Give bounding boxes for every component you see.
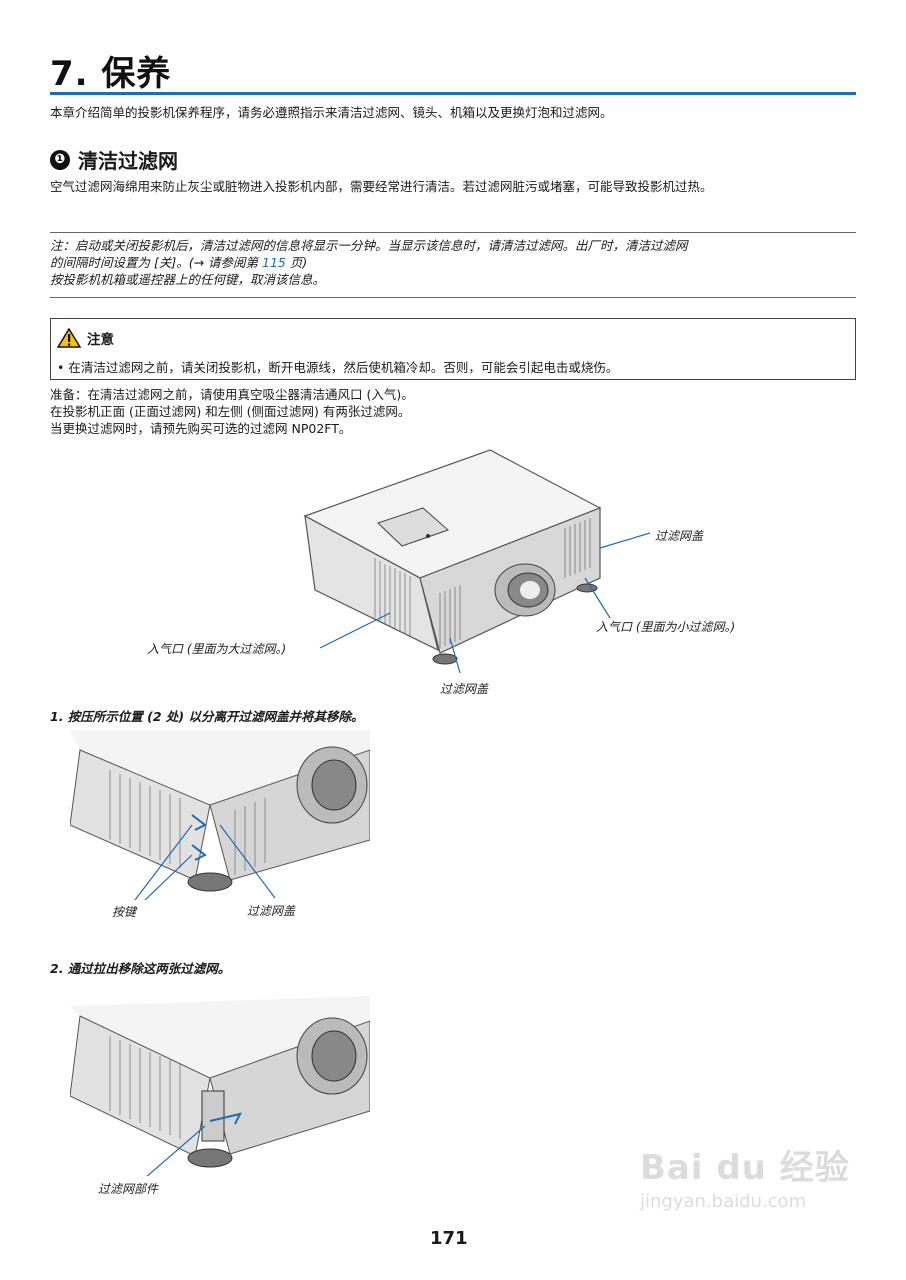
projector-overview-illustration xyxy=(303,449,651,674)
prep-line-1: 准备：在清洁过滤网之前，请使用真空吸尘器清洁通风口 (入气)。 xyxy=(50,387,414,402)
label-button: 按键 xyxy=(112,905,137,919)
step-2-illustration xyxy=(70,996,370,1176)
step-1-illustration xyxy=(70,730,370,900)
intro-paragraph: 本章介绍简单的投影机保养程序，请务必遵照指示来清洁过滤网、镜头、机箱以及更换灯泡… xyxy=(50,105,613,120)
caution-body: • 在清洁过滤网之前，请关闭投影机，断开电源线，然后使机箱冷却。否则，可能会引起… xyxy=(57,360,619,375)
label-filter-cover-bottom: 过滤网盖 xyxy=(440,682,489,696)
warning-icon xyxy=(57,328,81,348)
label-step1-cover: 过滤网盖 xyxy=(247,904,296,918)
prep-line-3: 当更换过滤网时，请预先购买可选的过滤网 NP02FT。 xyxy=(50,421,352,436)
page-link[interactable]: 115 xyxy=(262,255,286,270)
section-title: 清洁过滤网 xyxy=(78,149,178,173)
note-box: 注：启动或关闭投影机后，清洁过滤网的信息将显示一分钟。当显示该信息时，请清洁过滤… xyxy=(50,232,856,298)
note-line-2-post: 页) xyxy=(285,255,308,270)
prep-text: 准备：在清洁过滤网之前，请使用真空吸尘器清洁通风口 (入气)。 在投影机正面 (… xyxy=(50,386,856,437)
section-body: 空气过滤网海绵用来防止灰尘或脏物进入投影机内部，需要经常进行清洁。若过滤网脏污或… xyxy=(50,179,713,194)
leader-line xyxy=(584,577,611,619)
watermark-line-1: Bai du 经验 xyxy=(640,1148,850,1188)
caution-title: 注意 xyxy=(87,332,114,348)
caution-box: 注意 • 在清洁过滤网之前，请关闭投影机，断开电源线，然后使机箱冷却。否则，可能… xyxy=(50,318,856,380)
caution-heading: 注意 xyxy=(57,328,114,348)
note-line-2: 的间隔时间设置为 [关]。(→ 请参阅第 115 页) xyxy=(50,254,856,271)
label-intake-large: 入气口 (里面为大过滤网。) xyxy=(147,642,287,656)
chapter-title: 7. 保养 xyxy=(50,54,172,94)
note-line-3: 按投影机机箱或遥控器上的任何键，取消该信息。 xyxy=(50,272,326,287)
section-number: ❶ xyxy=(50,149,70,170)
label-intake-small: 入气口 (里面为小过滤网。) xyxy=(596,620,736,634)
baidu-watermark: Bai du 经验 jingyan.baidu.com xyxy=(640,1140,850,1212)
step-1: 1. 按压所示位置 (2 处) 以分离开过滤网盖并将其移除。 xyxy=(50,709,364,724)
title-rule xyxy=(50,92,856,95)
note-line-2-pre: 的间隔时间设置为 [关]。(→ 请参阅第 xyxy=(50,255,263,270)
leader-line xyxy=(319,612,391,649)
label-filter-unit: 过滤网部件 xyxy=(98,1182,159,1196)
leader-line xyxy=(599,532,651,549)
page-number: 171 xyxy=(430,1228,468,1249)
leader-line xyxy=(449,637,461,674)
watermark-line-2: jingyan.baidu.com xyxy=(640,1191,807,1212)
label-filter-cover-right: 过滤网盖 xyxy=(655,529,704,543)
prep-line-2: 在投影机正面 (正面过滤网) 和左侧 (侧面过滤网) 有两张过滤网。 xyxy=(50,404,411,419)
section-heading: ❶ 清洁过滤网 xyxy=(50,145,178,174)
note-line-1: 注：启动或关闭投影机后，清洁过滤网的信息将显示一分钟。当显示该信息时，请清洁过滤… xyxy=(50,238,688,253)
step-2: 2. 通过拉出移除这两张过滤网。 xyxy=(50,961,231,976)
